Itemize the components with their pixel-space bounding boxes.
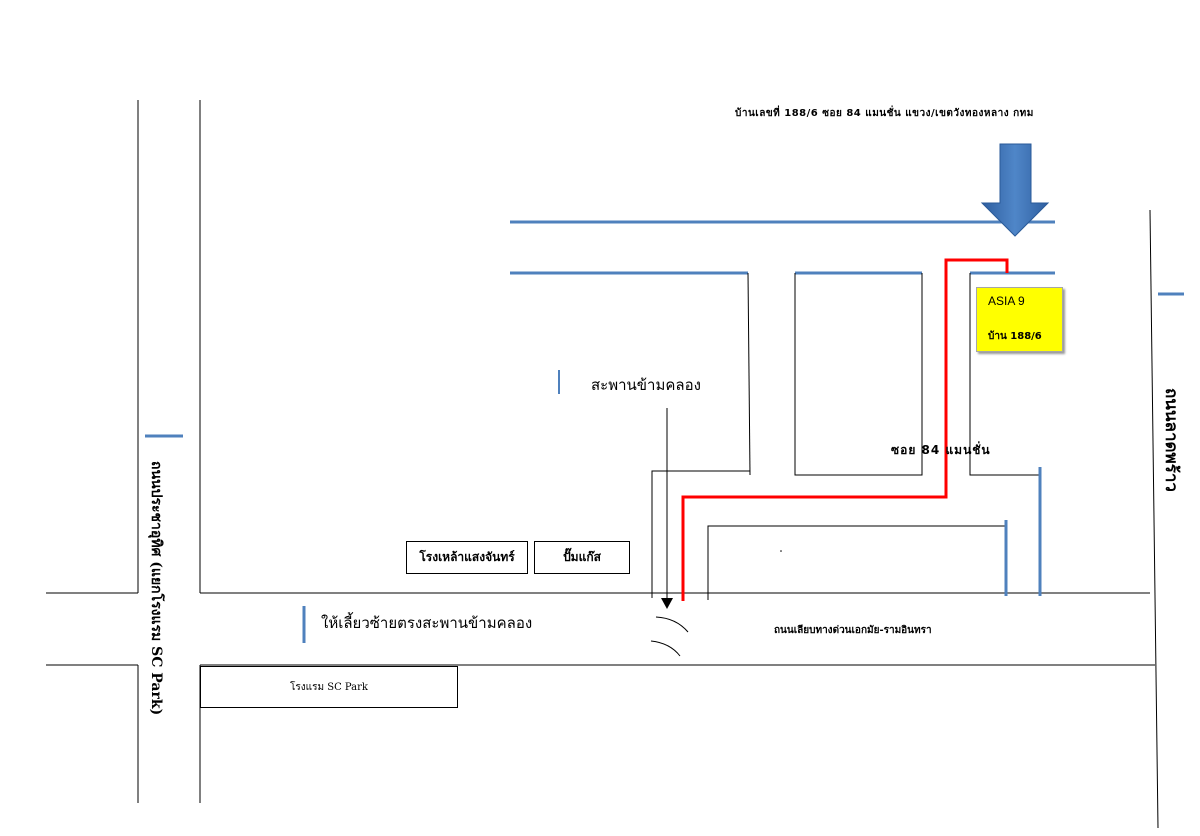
landmark-school-label: โรงเหล้าแสงจันทร์ (419, 550, 515, 564)
right-road-edge (1149, 209, 1159, 829)
soi-label: ซอย 84 แมนชั่น (891, 443, 991, 457)
block-2-outline (794, 273, 923, 476)
landmark-shop-box: ปั๊มแก๊ส (534, 541, 630, 574)
hotel-box: โรงแรม SC Park (200, 666, 458, 708)
bridge-curve-lower (650, 640, 681, 657)
block-3-outline (969, 273, 1040, 476)
destination-house: บ้าน 188/6 (988, 331, 1042, 342)
bridge-label: สะพานข้ามคลอง (591, 376, 701, 394)
inner-block-outline (707, 525, 1005, 600)
map-title: บ้านเลขที่ 188/6 ซอย 84 แมนชั่น แขวง/เขต… (735, 108, 1034, 119)
landmark-school-box: โรงเหล้าแสงจันทร์ (406, 541, 528, 574)
destination-name: ASIA 9 (988, 294, 1025, 308)
bridge-lane-outline (651, 470, 750, 598)
hotel-label: โรงแรม SC Park (290, 681, 368, 693)
route-line (681, 258, 1009, 601)
left-road-label: ถนนประชาอุทิศ (แยกโรงแรม SC Park) (148, 461, 164, 716)
expressway-road-label: ถนนเลียบทางด่วนเอกมัย-รามอินทรา (774, 625, 932, 636)
bridge-pointer-arrowhead (661, 598, 673, 609)
bridge-curve-upper (655, 616, 689, 633)
map-dot (780, 550, 782, 552)
turn-instruction-label: ให้เลี้ยวซ้ายตรงสะพานข้ามคลอง (321, 614, 533, 632)
destination-arrow-icon (980, 143, 1050, 237)
block-1-outline (747, 272, 751, 476)
destination-box: ASIA 9 บ้าน 188/6 (976, 287, 1063, 352)
landmark-shop-label: ปั๊มแก๊ส (563, 550, 601, 564)
right-road-label: ถนนลาดพร้าว (1161, 388, 1181, 492)
